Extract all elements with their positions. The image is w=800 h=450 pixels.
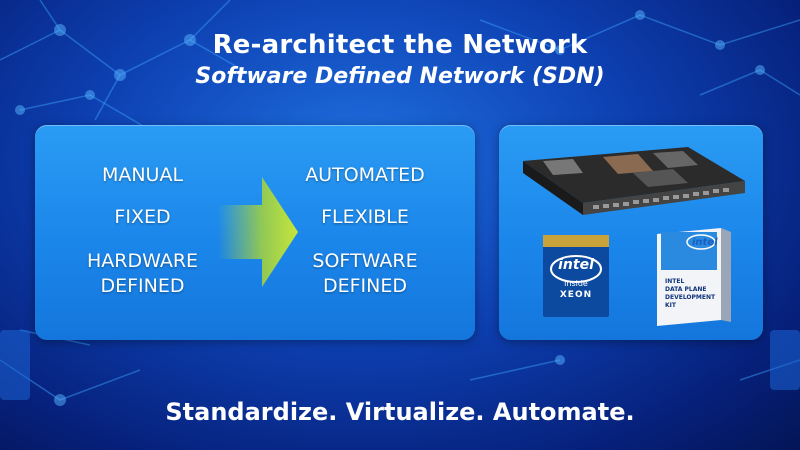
dpdk-box-logo: intel <box>692 237 718 248</box>
intel-dpdk-box-icon: intel INTEL DATA PLANE DEVELOPMENT KIT <box>657 228 731 326</box>
to-item-label-line1: SOFTWARE <box>312 250 418 272</box>
dpdk-box-label-line: DEVELOPMENT KIT <box>665 294 716 309</box>
from-item-fixed: FIXED <box>75 205 210 230</box>
dpdk-box-label-line: INTEL <box>665 278 685 285</box>
network-server-icon <box>523 147 745 215</box>
from-item-label-line2: DEFINED <box>100 275 185 297</box>
from-item-hardware-defined: HARDWARE DEFINED <box>75 249 210 299</box>
to-item-software-defined: SOFTWARE DEFINED <box>290 249 440 299</box>
intel-xeon-badge-icon: intel inside XEON <box>543 235 609 317</box>
xeon-badge-inside: inside <box>564 279 588 288</box>
to-item-automated: AUTOMATED <box>290 163 440 188</box>
from-item-manual: MANUAL <box>75 163 210 188</box>
to-item-label: FLEXIBLE <box>321 206 409 228</box>
comparison-panel: MANUAL FIXED HARDWARE DEFINED AUTOMATED … <box>35 125 475 340</box>
to-item-label: AUTOMATED <box>305 164 425 186</box>
to-item-flexible: FLEXIBLE <box>290 205 440 230</box>
from-item-label: FIXED <box>114 206 171 228</box>
products-panel: intel inside XEON intel INTEL DATA PLANE… <box>499 125 763 340</box>
from-item-label: MANUAL <box>101 164 184 186</box>
slide-tagline: Standardize. Virtualize. Automate. <box>165 398 635 426</box>
right-arrow-icon <box>218 177 298 287</box>
dpdk-box-label-line: DATA PLANE <box>665 286 707 293</box>
xeon-badge-logo: intel <box>558 257 594 273</box>
slide-subtitle: Software Defined Network (SDN) <box>195 64 605 89</box>
from-item-label-line1: HARDWARE <box>86 250 199 272</box>
slide-title: Re-architect the Network <box>212 30 588 60</box>
dpdk-box-label: INTEL DATA PLANE DEVELOPMENT KIT <box>665 278 723 310</box>
xeon-badge-label: XEON <box>559 290 593 300</box>
to-item-label-line2: DEFINED <box>322 275 407 297</box>
